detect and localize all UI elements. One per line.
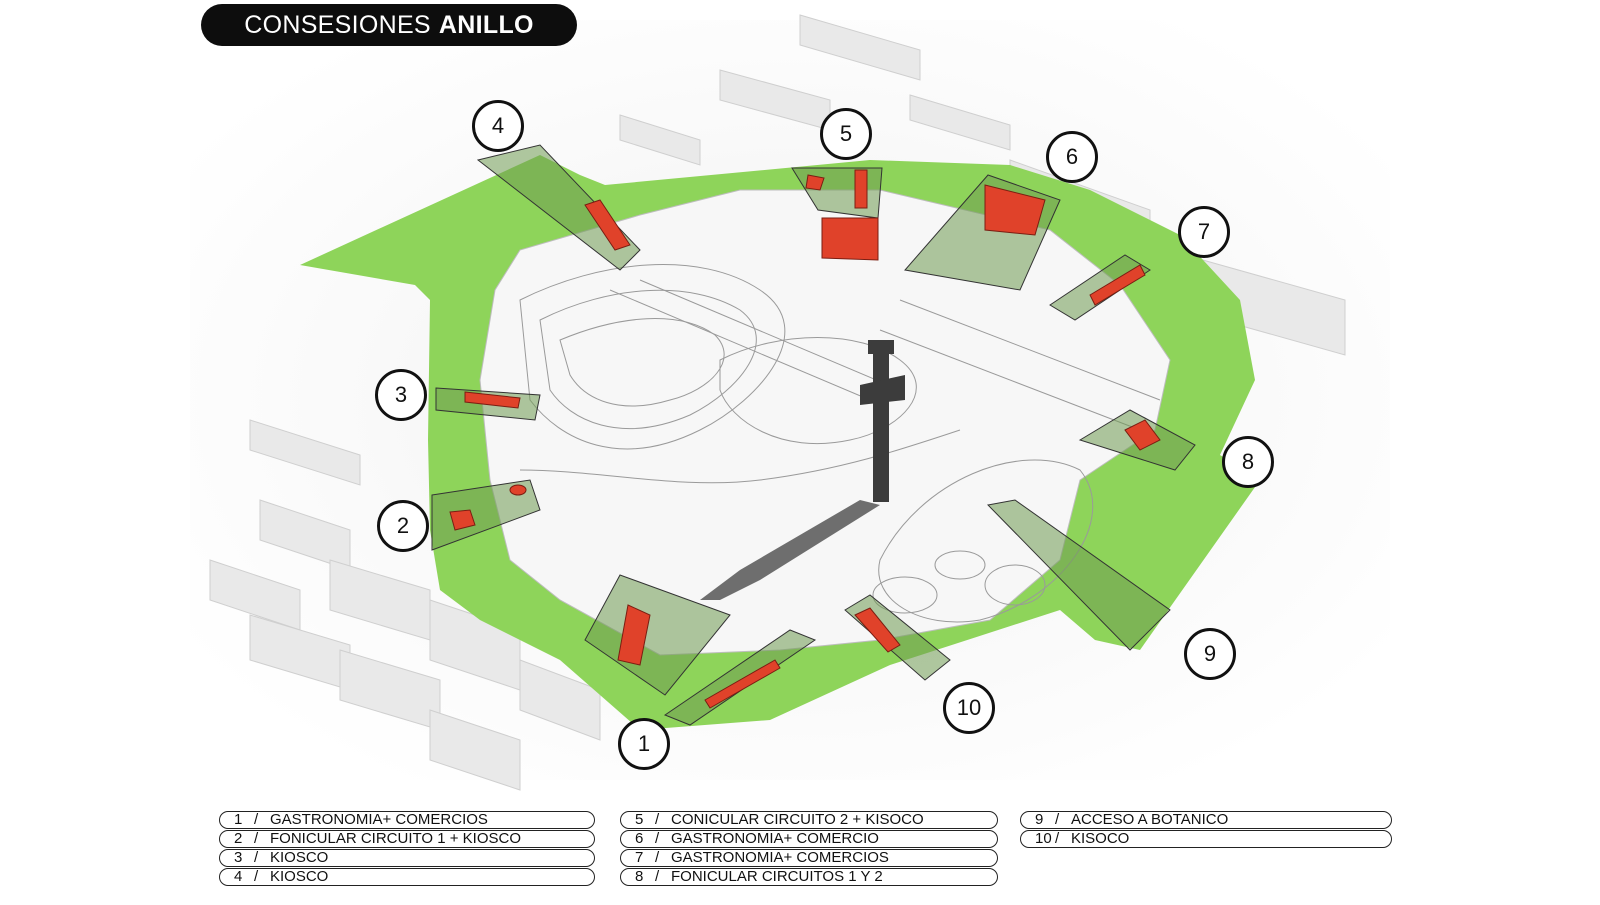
- zone-2: [431, 479, 541, 551]
- callout-1: 1: [618, 718, 670, 770]
- legend-item-1: 1/GASTRONOMIA+ COMERCIOS: [219, 811, 595, 829]
- callout-4: 4: [472, 100, 524, 152]
- zone-4: [476, 144, 641, 271]
- tower-shadow: [700, 500, 880, 600]
- zone-1: [663, 629, 817, 726]
- callout-10: 10: [943, 682, 995, 734]
- legend-item-10: 10/KISOCO: [1020, 830, 1392, 848]
- legend-item-9: 9/ACCESO A BOTANICO: [1020, 811, 1392, 829]
- park-topography: [519, 264, 1161, 623]
- zone-big-s: [584, 574, 731, 696]
- tower: [860, 340, 905, 502]
- legend-item-5: 5/CONICULAR CIRCUITO 2 + KISOCO: [620, 811, 998, 829]
- callout-3: 3: [375, 369, 427, 421]
- callout-7: 7: [1178, 206, 1230, 258]
- callout-5: 5: [820, 108, 872, 160]
- legend-item-7: 7/GASTRONOMIA+ COMERCIOS: [620, 849, 998, 867]
- legend-item-6: 6/GASTRONOMIA+ COMERCIO: [620, 830, 998, 848]
- title-banner: CONSESIONES ANILLO: [201, 4, 577, 46]
- callout-6: 6: [1046, 131, 1098, 183]
- title-bold: ANILLO: [438, 10, 534, 39]
- callout-9: 9: [1184, 628, 1236, 680]
- legend-item-3: 3/KIOSCO: [219, 849, 595, 867]
- legend-item-8: 8/FONICULAR CIRCUITOS 1 Y 2: [620, 868, 998, 886]
- zone-9: [986, 499, 1171, 651]
- green-ring: [300, 155, 1260, 730]
- callout-2: 2: [377, 500, 429, 552]
- legend-item-2: 2/FONICULAR CIRCUITO 1 + KIOSCO: [219, 830, 595, 848]
- zone-7: [1049, 254, 1151, 321]
- title-prefix: CONSESIONES: [244, 10, 431, 39]
- callout-8: 8: [1222, 436, 1274, 488]
- legend-item-4: 4/KIOSCO: [219, 868, 595, 886]
- inner-park: [479, 189, 1171, 656]
- concession-buildings: [449, 169, 1161, 709]
